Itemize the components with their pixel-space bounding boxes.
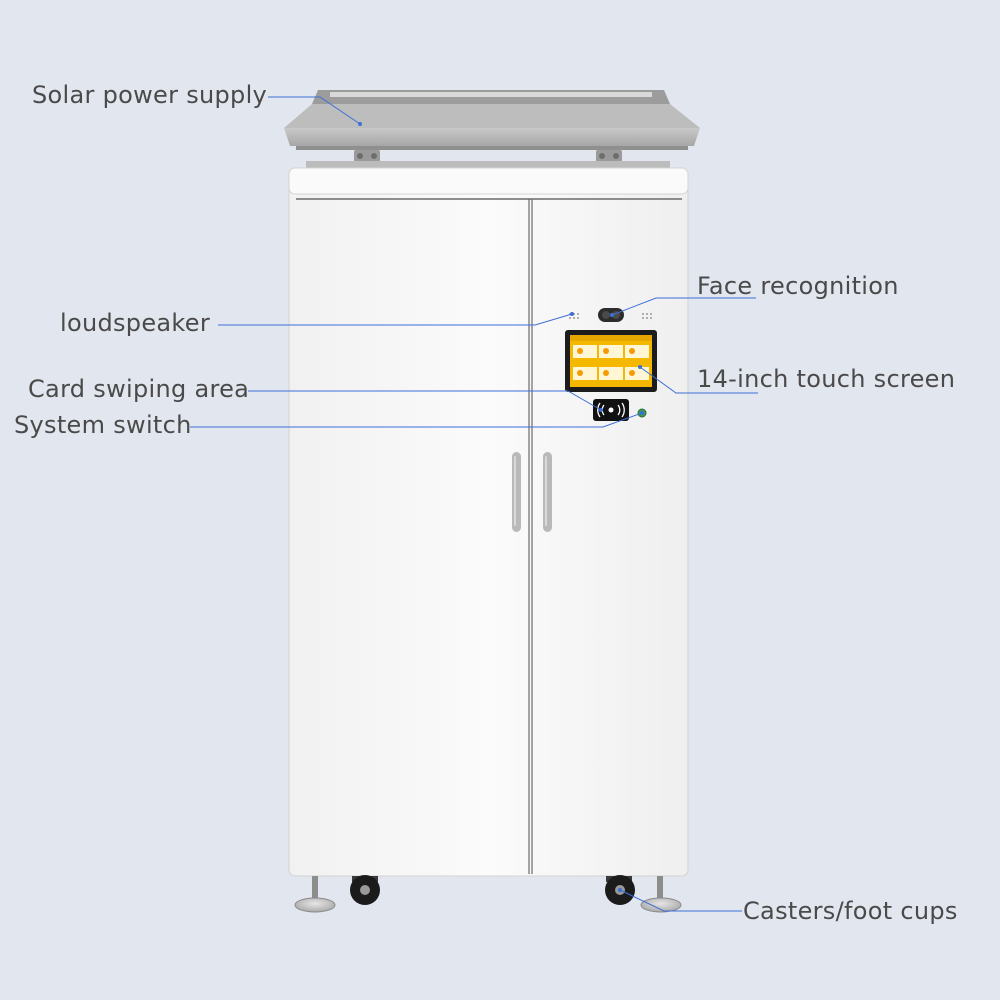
label-system-switch: System switch	[14, 411, 192, 439]
leader-line-casters	[619, 889, 742, 912]
leader-line-switch	[190, 412, 643, 428]
leader-line-solar	[268, 96, 361, 125]
label-solar-power-supply: Solar power supply	[32, 81, 268, 109]
solar-panel	[284, 90, 700, 168]
leader-lines	[190, 96, 758, 912]
casters-and-foot-cups	[294, 875, 682, 913]
label-loudspeaker: loudspeaker	[60, 309, 210, 337]
leader-line-face	[611, 297, 756, 316]
leader-line-screen	[639, 366, 758, 394]
leader-line-loudspeaker	[218, 313, 573, 326]
face-recognition-camera	[598, 308, 624, 322]
cabinet	[288, 167, 689, 877]
label-touch-screen: 14-inch touch screen	[697, 365, 956, 393]
touch-screen	[565, 330, 657, 392]
label-card-swiping-area: Card swiping area	[28, 375, 250, 403]
leader-dots	[358, 122, 644, 892]
leader-line-card	[248, 390, 602, 411]
label-face-recognition: Face recognition	[697, 272, 899, 300]
label-casters-foot-cups: Casters/foot cups	[743, 897, 958, 925]
card-reader	[593, 399, 629, 421]
